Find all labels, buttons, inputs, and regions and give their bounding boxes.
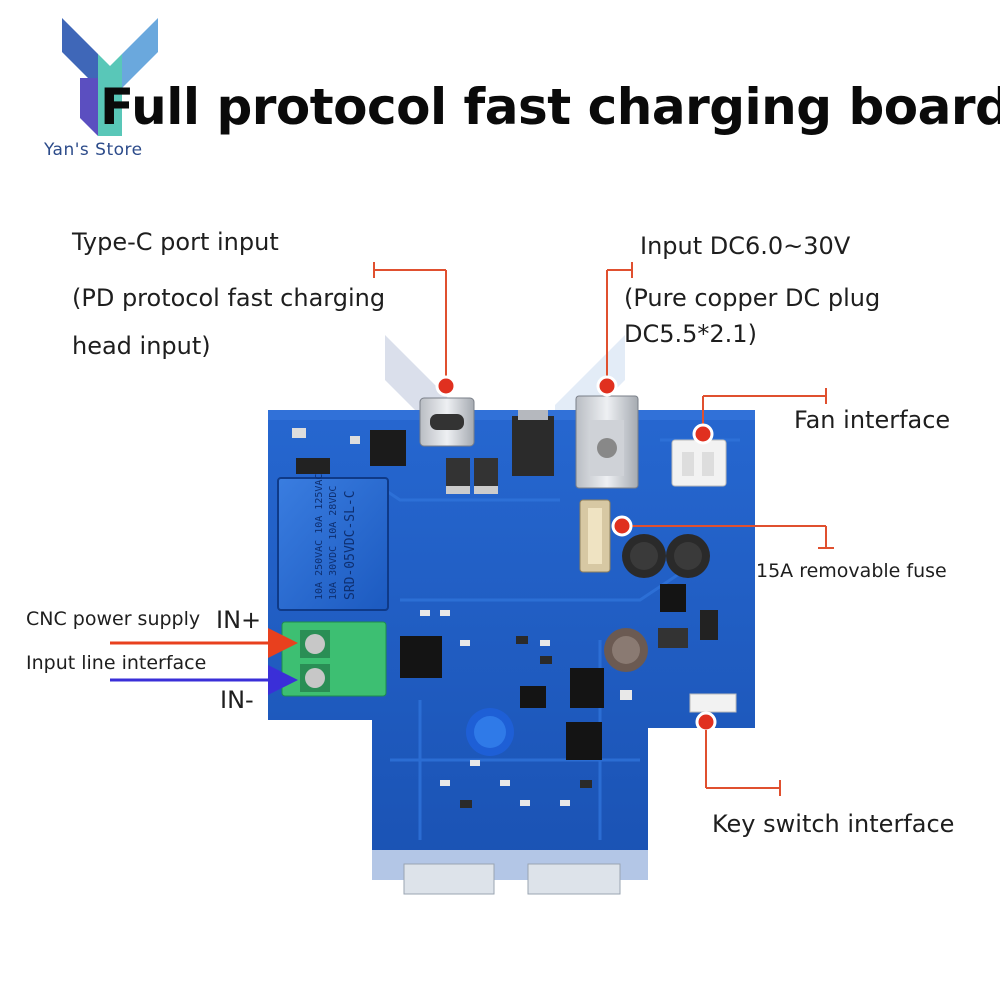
svg-text:10A 30VDC 10A 28VDC: 10A 30VDC 10A 28VDC (328, 486, 339, 600)
yan-logo-icon (62, 18, 158, 136)
page-title: Full protocol fast charging board (100, 78, 1000, 136)
relay: 10A 250VAC 10A 125VAC 10A 30VDC 10A 28VD… (277, 474, 389, 611)
svg-text:SRD-05VDC-SL-C: SRD-05VDC-SL-C (343, 490, 358, 600)
dc-label-2: (Pure copper DC plug (624, 284, 881, 312)
dc-label-1: Input DC6.0~30V (640, 232, 851, 260)
input-line-label: Input line interface (26, 652, 207, 674)
in-minus-label: IN- (220, 686, 254, 714)
logo-text: Yan's Store (44, 140, 143, 160)
fuse-label: 15A removable fuse (756, 560, 947, 582)
typec-label-3: head input) (72, 332, 211, 360)
cnc-label: CNC power supply (26, 608, 201, 630)
typec-label-1: Type-C port input (72, 228, 279, 256)
dc-label-3: DC5.5*2.1) (624, 320, 757, 348)
fan-label: Fan interface (794, 406, 951, 434)
typec-label-2: (PD protocol fast charging (72, 284, 386, 312)
in-plus-label: IN+ (216, 606, 262, 634)
key-switch-label: Key switch interface (712, 810, 955, 838)
svg-text:10A 250VAC 10A 125VAC: 10A 250VAC 10A 125VAC (314, 474, 325, 600)
